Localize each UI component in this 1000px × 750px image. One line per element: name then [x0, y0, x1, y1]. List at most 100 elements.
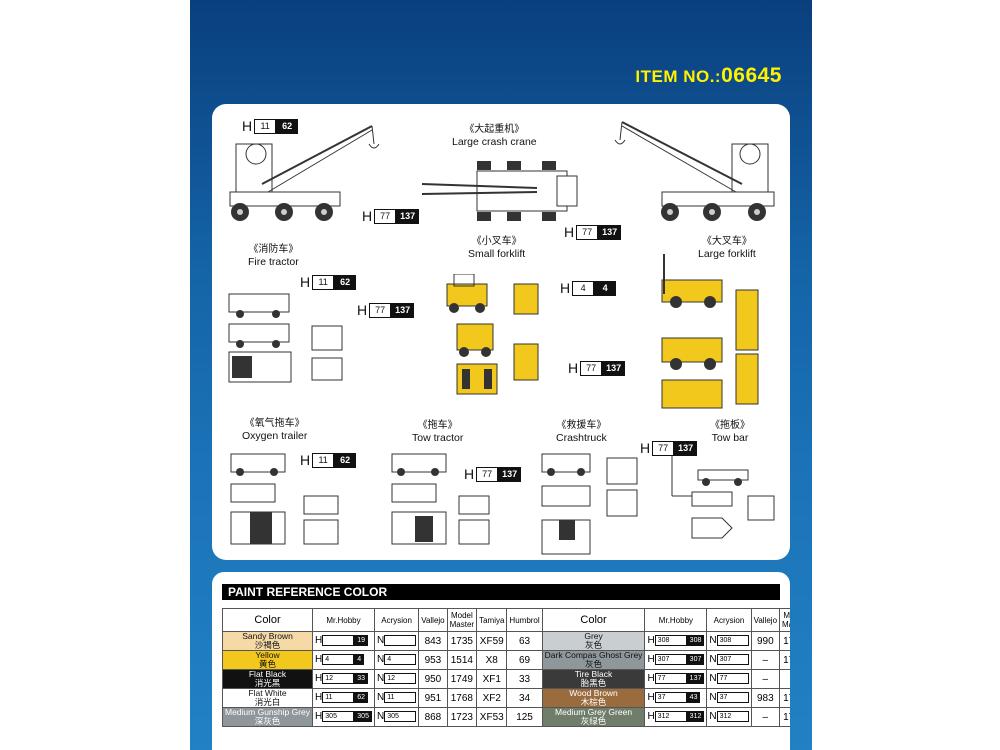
- header-mrhobby-2: Mr.Hobby: [644, 608, 708, 632]
- oxygen-trailer-label: 《氧气拖车》 Oxygen trailer: [242, 418, 307, 442]
- oxygen-trailer-label-en: Oxygen trailer: [242, 430, 308, 442]
- mrhobby-code-b: 33: [354, 673, 369, 685]
- crashtruck-label: 《救援车》 Crashtruck: [556, 420, 607, 444]
- tow-tractor-label: 《拖车》 Tow tractor: [412, 420, 463, 444]
- color-name-zh: 消光白: [254, 697, 281, 707]
- crashtruck-label-zh: 《救援车》: [556, 420, 607, 431]
- acrysion-code: 37: [716, 692, 749, 704]
- code-h: H: [300, 452, 311, 468]
- crash-crane-top-drawing: [421, 161, 578, 221]
- code-h: H: [315, 711, 323, 723]
- crash-crane-label-en: Large crash crane: [452, 136, 537, 148]
- code-11: 11: [254, 118, 277, 134]
- code-77: 77: [580, 360, 603, 376]
- code-77: 77: [576, 224, 599, 240]
- large-forklift-label: 《大叉车》 Large forklift: [698, 236, 756, 260]
- color-name-en: Grey: [584, 631, 603, 641]
- header-model-master-2: Model Master: [779, 608, 790, 632]
- model-master-cell: 1747: [779, 650, 790, 670]
- header-acrysion-2: Acrysion: [706, 608, 752, 632]
- code-h: H: [647, 692, 655, 704]
- code-62: 62: [334, 274, 357, 290]
- mrhobby-code-b: 62: [354, 692, 369, 704]
- vallejo-cell: 990: [750, 631, 781, 651]
- header-color-2: Color: [541, 608, 646, 632]
- code-h: H: [647, 673, 655, 685]
- mrhobby-code-a: [322, 635, 355, 647]
- vallejo-cell: 950: [418, 669, 448, 689]
- tow-bar-label: 《拖板》 Tow bar: [710, 420, 750, 444]
- mrhobby-code-a: 77: [654, 673, 687, 685]
- oxygen-trailer-drawing: [230, 453, 339, 545]
- crash-crane-label: 《大起重机》 Large crash crane: [452, 124, 537, 148]
- tamiya-cell: X8: [476, 650, 508, 670]
- model-master-cell: 1728: [779, 631, 790, 651]
- color-name-en: Wood Brown: [569, 688, 618, 698]
- vallejo-cell: 843: [418, 631, 448, 651]
- acrysion-code: 308: [716, 635, 749, 647]
- code-77: 77: [476, 466, 499, 482]
- crashtruck-label-en: Crashtruck: [556, 432, 607, 444]
- acrysion-code: 11: [384, 692, 417, 704]
- fire-tractor-label: 《消防车》 Fire tractor: [248, 244, 299, 268]
- instruction-sheet: ITEM NO.:06645 《大起重机》 Large crash crane: [190, 0, 812, 750]
- tow-bar-drawing: [671, 456, 775, 539]
- code-11: 11: [312, 274, 335, 290]
- small-forklift-label-zh: 《小叉车》: [471, 236, 522, 247]
- tow-tractor-label-en: Tow tractor: [412, 432, 464, 444]
- small-forklift-drawing: [446, 274, 539, 395]
- mrhobby-code-b: 307: [686, 654, 705, 666]
- color-name-zh: 黄色: [259, 659, 277, 669]
- tamiya-cell: XF53: [476, 707, 508, 727]
- mrhobby-code-b: 308: [686, 635, 705, 647]
- code-h: H: [647, 711, 655, 723]
- color-name-zh: 灰色: [585, 640, 603, 650]
- header-vallejo: Vallejo: [418, 608, 448, 632]
- model-master-cell: 1701: [779, 688, 790, 708]
- acrysion-code: 4: [384, 654, 417, 666]
- code-137: 137: [498, 466, 522, 482]
- color-name-en: Medium Gunship Grey: [225, 707, 311, 717]
- color-name-zh: 胎黑色: [580, 678, 607, 688]
- header-model-master: Model Master: [446, 608, 478, 632]
- color-name-en: Flat White: [248, 688, 287, 698]
- humbrol-cell: 69: [506, 650, 543, 670]
- acrysion-code: 307: [716, 654, 749, 666]
- code-h: H: [315, 635, 323, 647]
- humbrol-cell: 63: [506, 631, 543, 651]
- mrhobby-code-a: 307: [654, 654, 687, 666]
- paint-reference-title: PAINT REFERENCE COLOR: [222, 584, 780, 600]
- acrysion-code: 305: [384, 711, 417, 723]
- vallejo-cell: –: [750, 707, 781, 727]
- paint-reference-table: Color Mr.Hobby Acrysion Vallejo Model Ma…: [221, 608, 790, 727]
- code-h: H: [560, 280, 571, 296]
- crashtruck-drawing: [541, 453, 638, 555]
- header-acrysion: Acrysion: [373, 608, 420, 632]
- code-h: H: [315, 692, 323, 704]
- mrhobby-code-b: 305: [354, 711, 372, 723]
- fire-tractor-label-en: Fire tractor: [248, 256, 299, 268]
